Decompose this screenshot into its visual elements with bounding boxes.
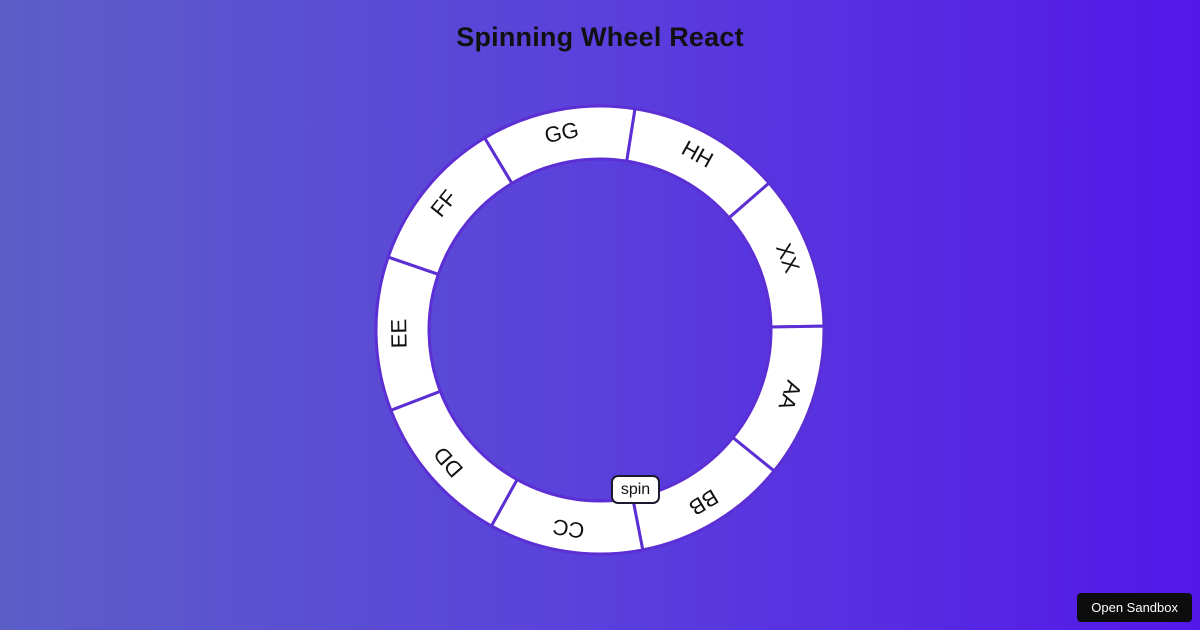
page-title: Spinning Wheel React — [456, 22, 744, 52]
spin-button[interactable]: spin — [611, 475, 660, 504]
wheel-segment-label: CC — [551, 514, 586, 544]
wheel-segment[interactable] — [386, 135, 514, 277]
open-sandbox-button[interactable]: Open Sandbox — [1077, 593, 1192, 622]
wheel-segment-label: EE — [386, 319, 412, 349]
wheel-segments — [374, 104, 826, 556]
